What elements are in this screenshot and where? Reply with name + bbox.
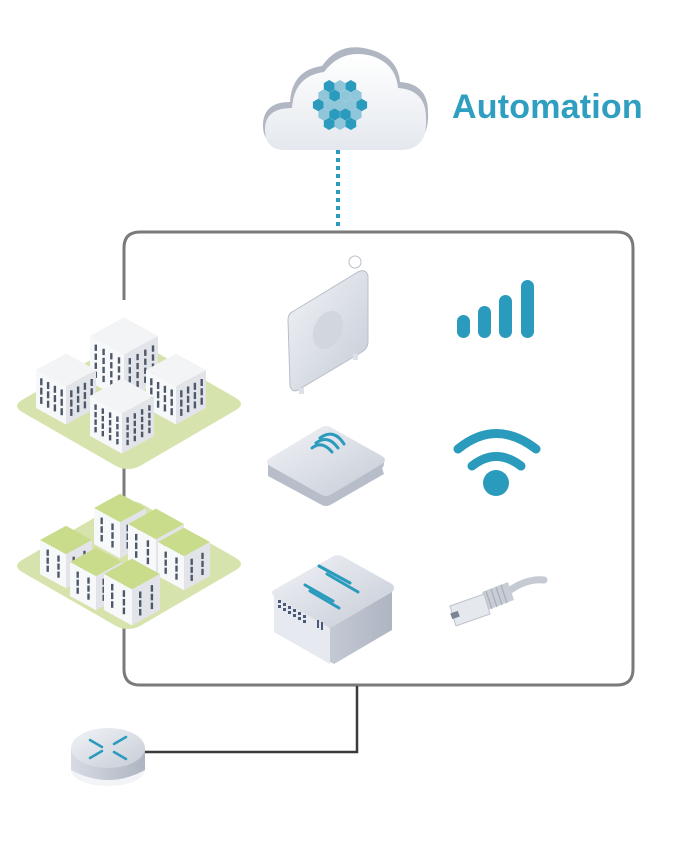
hexagon-cell [329, 108, 340, 121]
hexagon-cell [356, 98, 368, 112]
hexagon-cell [312, 98, 324, 112]
router-icon[interactable] [71, 728, 145, 786]
hexagon-cell [345, 98, 357, 112]
hexagon-cell [323, 98, 335, 112]
hexagon-cell [345, 117, 357, 130]
hexagon-cell [350, 108, 362, 121]
residential-buildings-icon[interactable] [17, 493, 241, 629]
cellular-radio-device-icon[interactable] [287, 255, 369, 394]
router-link-line [145, 686, 359, 754]
cloud-hexagon-icon[interactable] [262, 47, 429, 150]
automation-label: Automation [452, 88, 643, 126]
hexagon-cell [323, 80, 335, 93]
hexagon-cell [340, 108, 351, 121]
hexagon-cell [350, 89, 362, 102]
hexagon-cell [323, 117, 335, 130]
hexagon-cell [345, 80, 357, 93]
network-switch-icon[interactable] [272, 555, 394, 664]
hexagon-cell [334, 98, 346, 112]
hexagon-cell [340, 89, 351, 102]
hexagon-cell [334, 117, 346, 130]
hexagon-cell [329, 89, 340, 102]
office-buildings-icon[interactable] [17, 317, 241, 469]
wifi-icon [453, 429, 541, 496]
ethernet-cable-icon [449, 576, 548, 627]
wireless-access-point-icon[interactable] [267, 426, 385, 506]
hexagon-cell [334, 80, 346, 93]
hexagon-cell [318, 108, 330, 121]
signal-bars-icon [457, 280, 534, 338]
hexagon-cell [318, 89, 330, 102]
